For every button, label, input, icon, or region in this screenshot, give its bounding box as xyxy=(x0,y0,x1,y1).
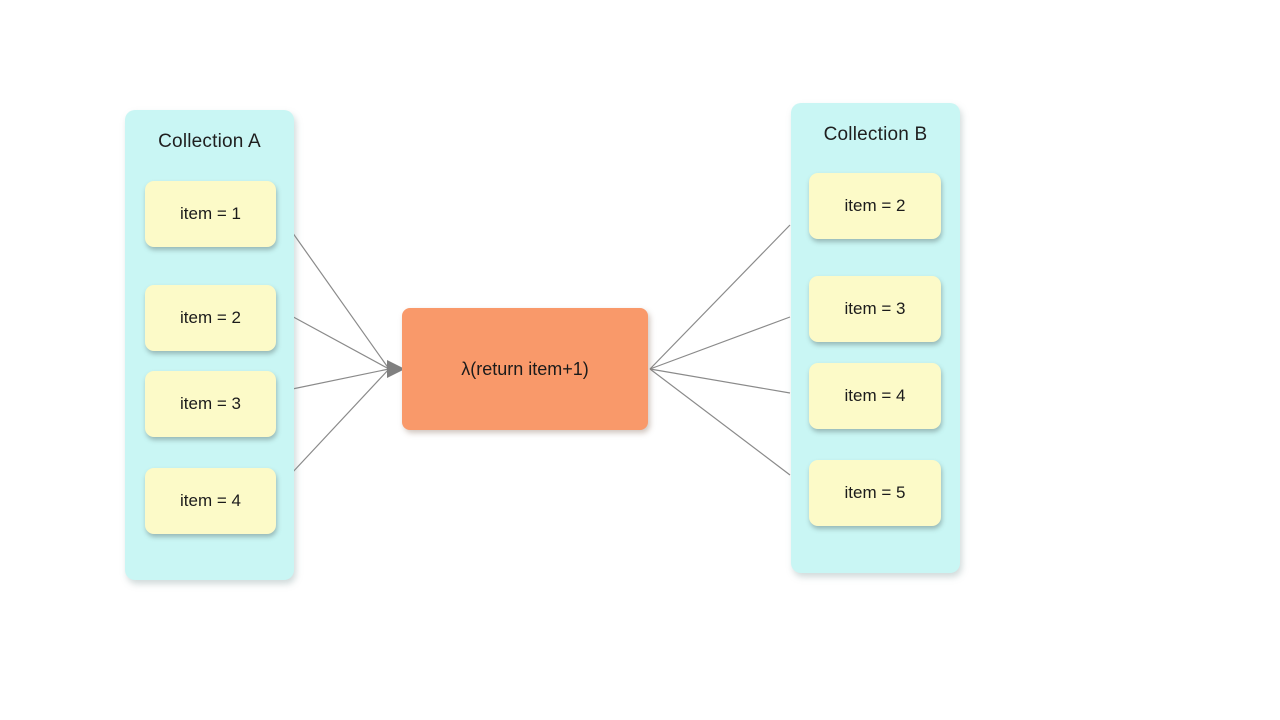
collection-b-item-3: item = 4 xyxy=(809,363,941,429)
connector-line xyxy=(649,368,791,394)
connector-line xyxy=(649,316,791,370)
collection-a-panel: Collection A item = 1 item = 2 item = 3 … xyxy=(125,110,294,580)
connector-line xyxy=(649,368,791,476)
collection-b-item-1: item = 2 xyxy=(809,173,941,239)
collection-a-item-3: item = 3 xyxy=(145,371,276,437)
connector-line xyxy=(276,368,390,490)
collection-a-title: Collection A xyxy=(158,131,261,152)
connector-line xyxy=(649,224,791,370)
collection-b-item-4: item = 5 xyxy=(809,460,941,526)
collection-a-item-2: item = 2 xyxy=(145,285,276,351)
collection-a-item-4: item = 4 xyxy=(145,468,276,534)
collection-b-title: Collection B xyxy=(823,124,928,145)
collection-a-item-1: item = 1 xyxy=(145,181,276,247)
collection-b-panel: Collection B item = 2 item = 3 item = 4 … xyxy=(791,103,960,573)
collection-b-item-2: item = 3 xyxy=(809,276,941,342)
connector-line xyxy=(274,306,390,370)
lambda-function-node: λ(return item+1) xyxy=(402,308,648,430)
arrowhead-icon xyxy=(387,360,405,378)
